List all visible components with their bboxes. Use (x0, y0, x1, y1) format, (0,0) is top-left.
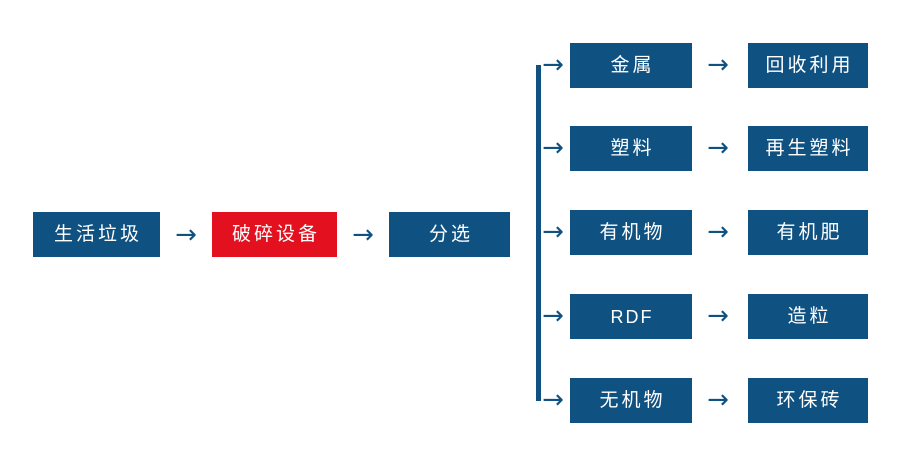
branch-organic-stem-arrow-icon: → (542, 217, 564, 247)
branch-metal-stem-arrow-icon: → (542, 50, 564, 80)
node-branch-inorganic-target[interactable]: 环保砖 (748, 378, 868, 423)
node-msw[interactable]: 生活垃圾 (33, 212, 160, 257)
node-branch-plastic-source[interactable]: 塑料 (570, 126, 692, 171)
branch-plastic-stem-arrow-icon: → (542, 133, 564, 163)
branch-metal-mid-arrow-icon: → (707, 50, 729, 80)
node-branch-organic-source[interactable]: 有机物 (570, 210, 692, 255)
branch-inorganic-mid-arrow-icon: → (707, 385, 729, 415)
node-branch-rdf-target[interactable]: 造粒 (748, 294, 868, 339)
branch-rdf-mid-arrow-icon: → (707, 301, 729, 331)
node-branch-organic-target[interactable]: 有机肥 (748, 210, 868, 255)
branch-rdf-stem-arrow-icon: → (542, 301, 564, 331)
node-branch-metal-target[interactable]: 回收利用 (748, 43, 868, 88)
distribution-trunk-line (536, 65, 541, 401)
arrow-msw-to-shredder-icon: → (175, 220, 197, 250)
node-branch-plastic-target[interactable]: 再生塑料 (748, 126, 868, 171)
branch-plastic-mid-arrow-icon: → (707, 133, 729, 163)
node-branch-rdf-source[interactable]: RDF (570, 294, 692, 339)
node-sorting[interactable]: 分选 (389, 212, 510, 257)
node-shredder[interactable]: 破碎设备 (212, 212, 337, 257)
node-branch-inorganic-source[interactable]: 无机物 (570, 378, 692, 423)
branch-organic-mid-arrow-icon: → (707, 217, 729, 247)
arrow-shredder-to-sort-icon: → (352, 220, 374, 250)
node-branch-metal-source[interactable]: 金属 (570, 43, 692, 88)
branch-inorganic-stem-arrow-icon: → (542, 385, 564, 415)
